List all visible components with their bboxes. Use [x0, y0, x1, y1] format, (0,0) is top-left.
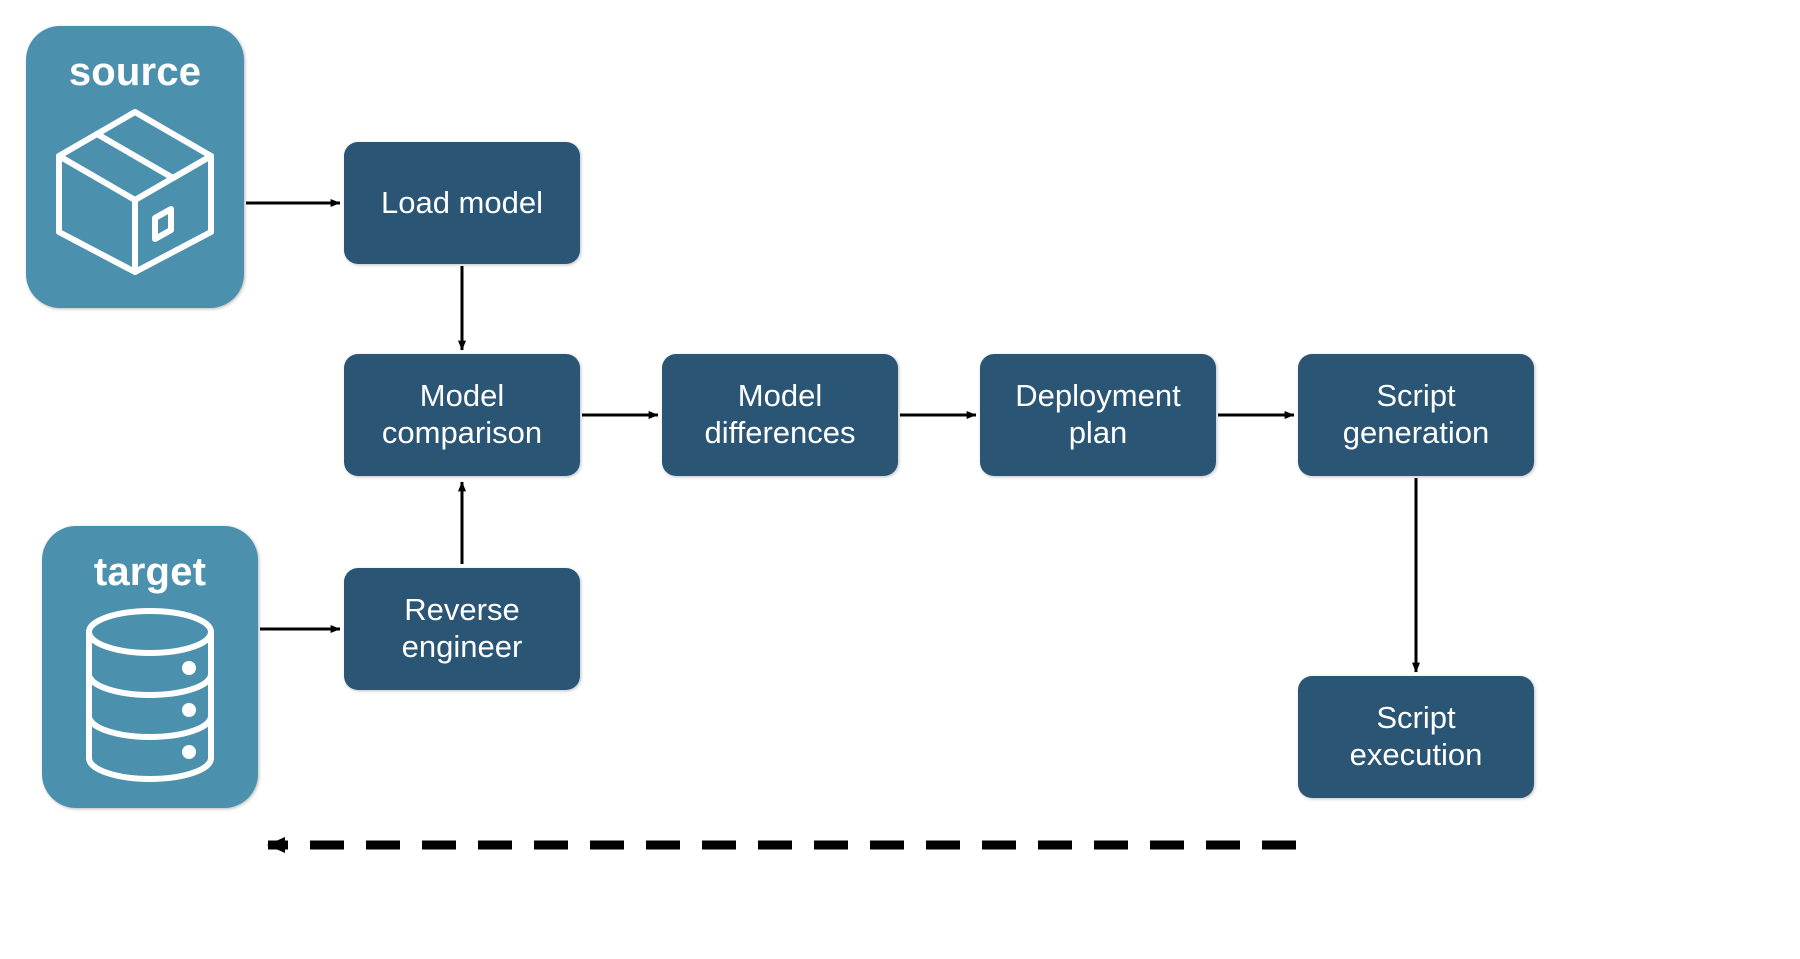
process-reverse-engineer-label: Reverse engineer: [401, 592, 523, 664]
process-script-execution[interactable]: Script execution: [1298, 676, 1534, 798]
process-model-differences-label: Model differences: [704, 378, 856, 450]
process-reverse-engineer[interactable]: Reverse engineer: [344, 568, 580, 690]
process-deployment-plan-label: Deployment plan: [1015, 378, 1181, 450]
process-model-differences[interactable]: Model differences: [662, 354, 898, 476]
database-cylinder-icon: [79, 606, 221, 789]
endpoint-source[interactable]: source: [26, 26, 244, 308]
process-script-generation[interactable]: Script generation: [1298, 354, 1534, 476]
package-box-icon: [51, 106, 219, 283]
endpoint-source-label: source: [68, 50, 202, 94]
process-model-comparison[interactable]: Model comparison: [344, 354, 580, 476]
process-load-model-label: Load model: [380, 184, 543, 220]
process-load-model[interactable]: Load model: [344, 142, 580, 264]
process-deployment-plan[interactable]: Deployment plan: [980, 354, 1216, 476]
process-script-execution-label: Script execution: [1349, 700, 1483, 772]
endpoint-target-label: target: [93, 550, 207, 594]
process-script-generation-label: Script generation: [1342, 378, 1490, 450]
endpoint-target[interactable]: target: [42, 526, 258, 808]
process-model-comparison-label: Model comparison: [381, 378, 543, 450]
